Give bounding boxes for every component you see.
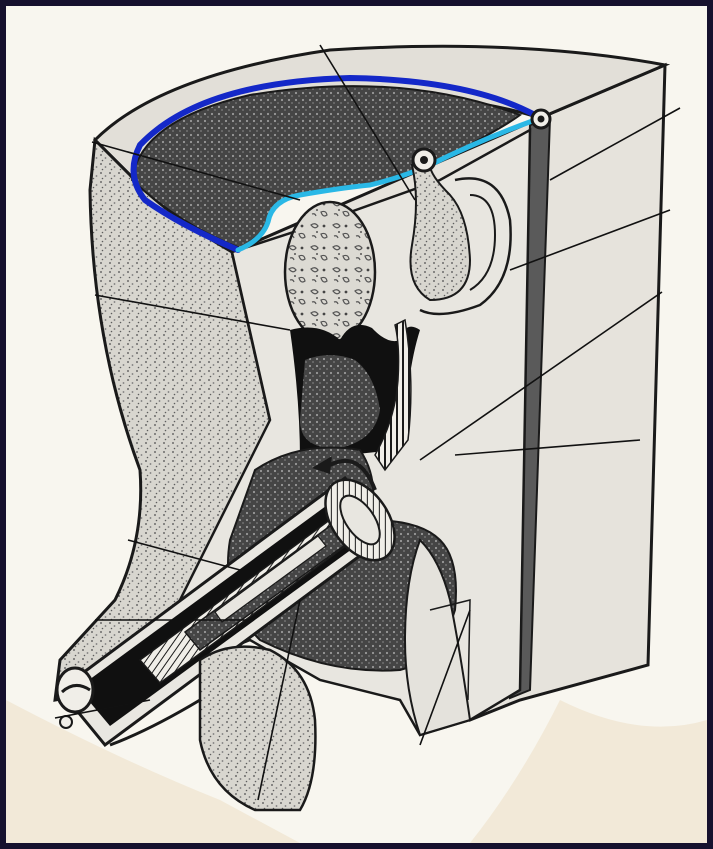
vessel-lumen-icon (420, 156, 428, 164)
vessel-lumen-icon (538, 116, 545, 123)
small-probe-tip (60, 716, 72, 728)
glandular-body (285, 202, 375, 342)
